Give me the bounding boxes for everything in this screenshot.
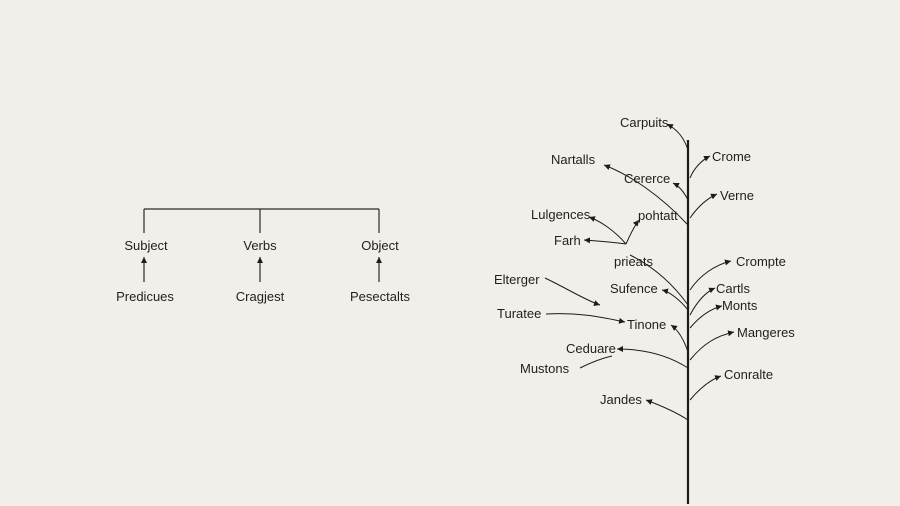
label-predicues: Predicues (116, 289, 174, 304)
tree-label-crome: Crome (712, 149, 751, 164)
branch-crompte (689, 259, 732, 291)
tree-label-pohtatt: pohtatt (638, 208, 678, 223)
label-object: Object (361, 238, 399, 253)
tree-label-nartalls: Nartalls (551, 152, 596, 167)
tree-label-cartls: Cartls (716, 281, 750, 296)
tree-label-turatee: Turatee (497, 306, 541, 321)
tree-label-prieats: prieats (614, 254, 654, 269)
branch-ceduare (616, 346, 689, 369)
branch-jandes (645, 399, 689, 421)
tree-branches (544, 123, 735, 421)
branch-tinone (670, 324, 689, 353)
tree-label-mustons: Mustons (520, 361, 570, 376)
branch-monts (689, 304, 723, 329)
branch-carpuits (666, 123, 689, 151)
tree-label-conralte: Conralte (724, 367, 773, 382)
tree-label-elterger: Elterger (494, 272, 540, 287)
left-structure-diagram (141, 208, 382, 282)
tree-label-crompte: Crompte (736, 254, 786, 269)
branch-cererce (672, 182, 689, 201)
tree-label-carpuits: Carpuits (620, 115, 669, 130)
label-subject: Subject (124, 238, 168, 253)
branch-turatee (545, 313, 626, 324)
tree-label-mangeres: Mangeres (737, 325, 795, 340)
tree-label-verne: Verne (720, 188, 754, 203)
branch-nartalls (603, 164, 689, 226)
branch-cartls (689, 287, 716, 316)
tree-label-lulgences: Lulgences (531, 207, 591, 222)
branch-sufence (661, 288, 689, 311)
label-pesectalts: Pesectalts (350, 289, 410, 304)
branch-verne (689, 193, 718, 219)
branch-elterger (544, 277, 601, 306)
label-cragjest: Cragjest (236, 289, 285, 304)
branch-prieats (629, 254, 689, 306)
branch-farh (583, 237, 627, 245)
branch-crome (689, 155, 711, 179)
branch-mustons (579, 355, 613, 369)
tree-label-cererce: Cererce (624, 171, 670, 186)
tree-label-farh: Farh (554, 233, 581, 248)
label-verbs: Verbs (243, 238, 277, 253)
branch-conralte (689, 375, 722, 401)
tree-label-sufence: Sufence (610, 281, 658, 296)
tree-label-monts: Monts (722, 298, 758, 313)
branch-mangeres (689, 330, 735, 361)
branch-lulgences (588, 216, 627, 245)
tree-label-ceduare: Ceduare (566, 341, 616, 356)
branch-pohtatt (625, 219, 640, 245)
tree-diagram (544, 123, 735, 504)
tree-label-tinone: Tinone (627, 317, 666, 332)
tree-label-jandes: Jandes (600, 392, 642, 407)
